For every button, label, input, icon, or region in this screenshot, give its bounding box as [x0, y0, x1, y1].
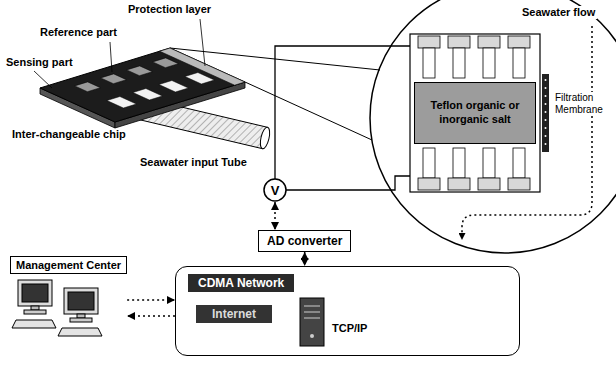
- leader-line: [110, 42, 112, 72]
- sensor-chip: [160, 48, 245, 85]
- node-text: Internet: [212, 307, 256, 321]
- node-text: CDMA Network: [188, 274, 294, 292]
- electrode: [483, 148, 495, 178]
- electrode: [508, 36, 530, 48]
- electrode: [453, 148, 465, 178]
- server-icon: [304, 318, 320, 319]
- computer-icon: [31, 306, 39, 310]
- computer-icon: [64, 288, 98, 314]
- filtration-membrane: [545, 135, 547, 137]
- filtration-membrane: [545, 79, 547, 81]
- computer-icon: [24, 310, 46, 314]
- electrode: [483, 48, 495, 78]
- voltmeter-circle: V: [263, 178, 287, 202]
- sensing-pad: [185, 73, 215, 85]
- electrode: [448, 178, 470, 190]
- leader-line: [200, 19, 205, 66]
- computer-icon: [12, 280, 56, 328]
- computer-icon: [18, 280, 52, 306]
- computer-icon: [70, 318, 92, 322]
- leader-line: [34, 19, 205, 88]
- computer-icon: [22, 284, 48, 302]
- part-label: Reference part: [40, 26, 117, 39]
- part-label: Seawater input Tube: [140, 156, 247, 169]
- electrode: [423, 148, 435, 178]
- server-icon: [304, 306, 320, 307]
- flow-label: Seawater flow: [520, 6, 597, 19]
- computer-icon: [12, 320, 56, 328]
- electrode: [478, 178, 500, 190]
- wire: [275, 46, 410, 190]
- filtration-membrane: [542, 74, 549, 152]
- sensing-pad: [133, 89, 163, 101]
- sensing-pad: [107, 97, 136, 109]
- zoom-circle: [370, 0, 616, 253]
- electrode: [508, 178, 530, 190]
- computer-icon: [58, 328, 102, 336]
- part-label: Filtration Membrane: [553, 92, 615, 116]
- server-icon: [300, 298, 324, 346]
- electrode: [418, 36, 440, 48]
- reference-pad: [127, 66, 153, 76]
- filtration-membrane: [545, 87, 547, 89]
- node-text: Teflon organic or inorganic salt: [423, 99, 527, 127]
- voltmeter-ring: [264, 179, 286, 201]
- zoom-circle: [370, 0, 616, 253]
- electrode: [478, 36, 500, 48]
- filtration-membrane: [545, 111, 547, 113]
- chip-section: [410, 34, 540, 192]
- protocol-label: TCP/IP: [332, 322, 367, 335]
- wire: [275, 46, 410, 190]
- filtration-membrane: [545, 103, 547, 105]
- chip-section: [410, 34, 540, 192]
- seawater-tube: [259, 126, 272, 149]
- server-icon: [310, 334, 314, 338]
- electrode: [448, 36, 470, 48]
- salt-layer-box: Teflon organic or inorganic salt: [414, 82, 536, 144]
- sensing-pad: [107, 73, 214, 109]
- part-label: Inter-changeable chip: [12, 128, 126, 141]
- reference-pad: [75, 58, 179, 92]
- wire: [275, 176, 410, 190]
- internet-box: Internet: [196, 305, 272, 323]
- part-label: Sensing part: [6, 56, 73, 69]
- computer-icon: [68, 292, 94, 310]
- filtration-membrane: [545, 143, 547, 145]
- electrode: [513, 48, 525, 78]
- management-center: Management Center: [10, 255, 127, 355]
- reference-pad: [75, 82, 101, 92]
- filtration-membrane: [542, 74, 549, 152]
- data-link: [274, 202, 276, 230]
- leader-line: [34, 71, 52, 88]
- electrode: [423, 48, 435, 78]
- reference-pad: [101, 74, 127, 84]
- data-link: [127, 315, 175, 317]
- computer-icon: [77, 314, 85, 318]
- filtration-membrane: [545, 79, 547, 145]
- electrode: [513, 148, 525, 178]
- node-text: Management Center: [10, 256, 127, 274]
- computer-icon: [58, 288, 102, 336]
- filtration-membrane: [545, 119, 547, 121]
- server-icon: [304, 312, 320, 313]
- server-icon: [300, 298, 324, 346]
- data-link: [127, 299, 175, 301]
- sensing-pad: [159, 81, 189, 93]
- data-link: [304, 252, 306, 266]
- electrode: [418, 178, 440, 190]
- reference-pad: [153, 58, 179, 68]
- filtration-membrane: [545, 95, 547, 97]
- node-text: AD converter: [267, 234, 342, 248]
- network-region: CDMA NetworkInternet: [175, 266, 520, 356]
- node-text: V: [271, 183, 280, 198]
- electrode: [453, 48, 465, 78]
- filtration-membrane: [545, 127, 547, 129]
- converter-box: AD converter: [258, 230, 351, 252]
- part-label: Protection layer: [128, 3, 211, 16]
